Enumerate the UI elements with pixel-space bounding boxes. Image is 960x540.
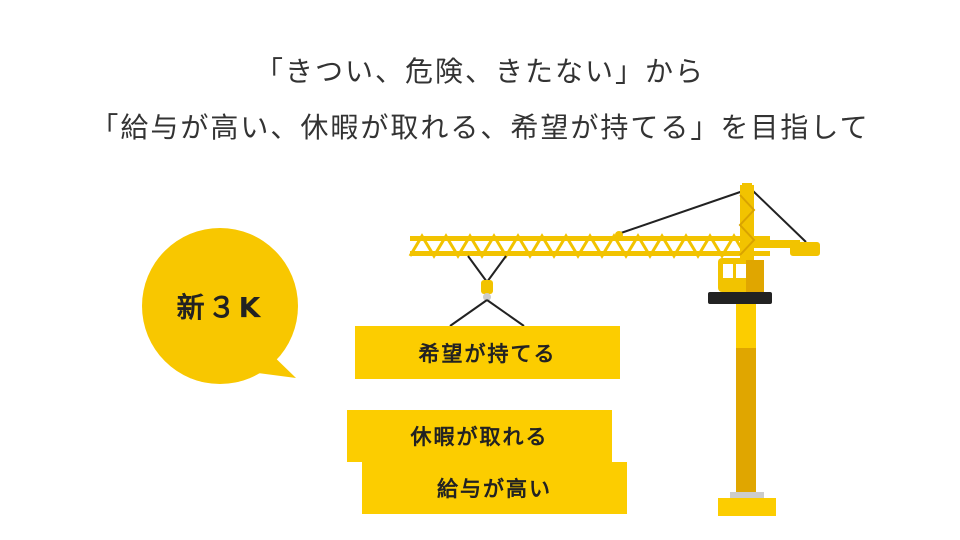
block-holiday: 休暇が取れる: [347, 410, 612, 462]
crane-counterweight: [790, 242, 820, 256]
crane-hook: [449, 255, 525, 327]
crane-cab: [718, 258, 764, 292]
block-hope: 希望が持てる: [355, 326, 620, 379]
block-salary: 給与が高い: [362, 462, 627, 514]
crane-mast-top: [738, 183, 756, 265]
bubble-label: 新３K: [176, 291, 264, 324]
crane-mast: [736, 304, 756, 494]
crane-tie-cable: [617, 189, 747, 235]
headline-line-2: 「給与が高い、休暇が取れる、希望が持てる」を目指して: [90, 111, 870, 144]
speech-bubble: [142, 228, 298, 384]
crane-tie-cable-rear: [751, 189, 807, 243]
crane-base: [718, 492, 776, 516]
crane-counter-jib: [750, 240, 820, 256]
headline-line-1: 「きつい、危険、きたない」から: [254, 55, 705, 88]
crane-slewing-ring: [708, 292, 772, 304]
crane-jib: [408, 231, 770, 259]
